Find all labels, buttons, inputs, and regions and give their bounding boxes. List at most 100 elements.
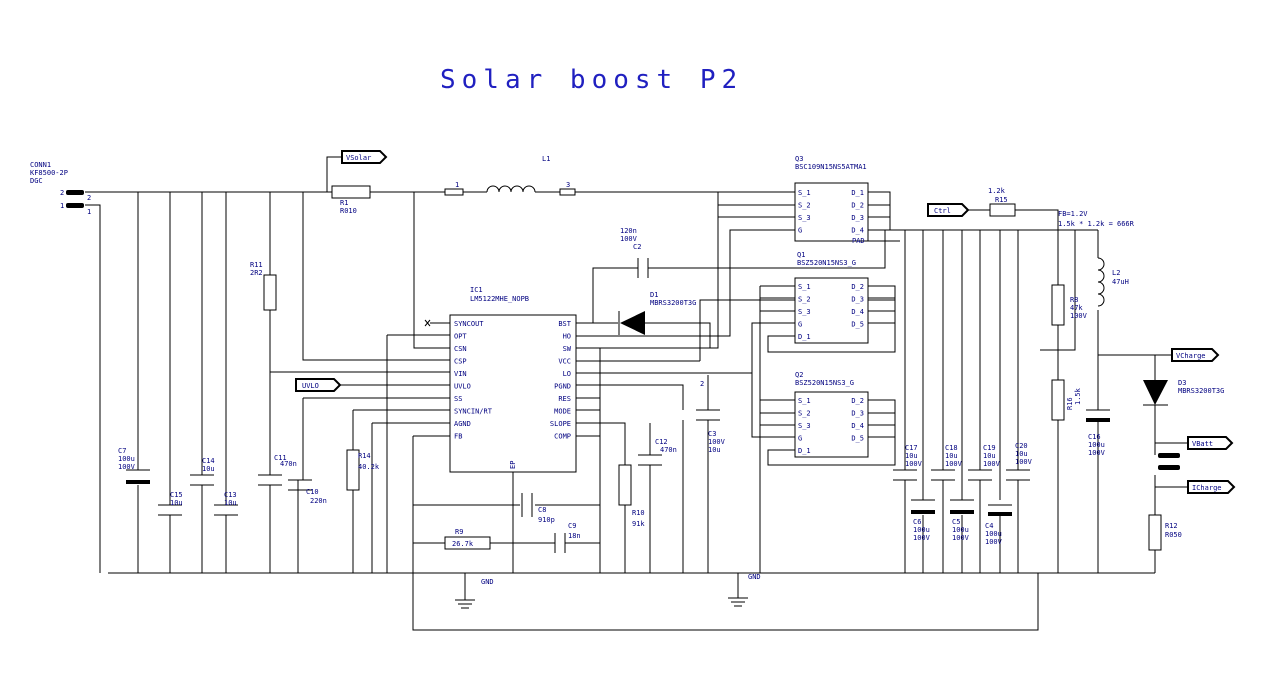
schematic-title: Solar boost P2 (440, 65, 743, 95)
net-flag-vsolar: VSolar (341, 150, 388, 164)
q2-pin-s_3: S_3 (798, 422, 811, 430)
resistor-r8: R8 47k 100V (1051, 284, 1088, 326)
capacitor-c5: C5 100u 100V (950, 499, 974, 542)
q3-pin-d_3: D_3 (851, 214, 864, 222)
net-flag-ctrl: Ctrl (927, 203, 970, 217)
ic-pin-mode: MODE (554, 408, 571, 416)
c8-value: 910p (538, 516, 555, 524)
mosfet-q1: Q1 BSZ520N15NS3_G S_1S_2S_3GD_1D_2D_3D_4… (794, 251, 869, 344)
q1-part: BSZ520N15NS3_G (797, 259, 856, 267)
capacitor-c18: C18 10u 100V (931, 444, 963, 481)
c6-value: 100u (913, 526, 930, 534)
q2-pin-d_2: D_2 (851, 397, 864, 405)
c4-ref: C4 (985, 522, 993, 530)
q1-pin-s_2: S_2 (798, 296, 811, 304)
c9-value: 18n (568, 532, 581, 540)
ic-lm5122: IC1 LM5122MHE_NOPB SYNCOUTOPTCSNCSPVINUV… (449, 286, 577, 473)
r8-voltage: 100V (1070, 312, 1088, 320)
ic1-part: LM5122MHE_NOPB (470, 295, 529, 303)
q2-pins: S_1S_2S_3GD_1D_2D_3D_4D_5 (798, 397, 864, 455)
capacitor-c7: C7 100u 100V (118, 447, 150, 484)
c2-ref: C2 (633, 243, 641, 251)
resistor-r14: R14 40.2k (346, 449, 380, 491)
ic-pin-uvlo: UVLO (454, 383, 471, 391)
q1-pin-s_3: S_3 (798, 308, 811, 316)
c6-ref: C6 (913, 518, 921, 526)
c2-value: 120n (620, 227, 637, 235)
capacitor-c20: C20 10u 100V (1006, 442, 1033, 481)
gnd-label-1: GND (481, 578, 494, 586)
r16-value: 1.5k (1074, 387, 1082, 405)
resistor-r15: 1.2k R15 (988, 187, 1016, 217)
r12-value: R050 (1165, 531, 1182, 539)
q1-pin-s_1: S_1 (798, 283, 811, 291)
diode-d3: D3 MBRS3200T3G (1143, 379, 1224, 406)
ic-pin-lo: LO (563, 370, 571, 378)
ic1-ep-pin: EP (509, 461, 517, 469)
q1-ref: Q1 (797, 251, 805, 259)
c7-ref: C7 (118, 447, 126, 455)
c19-value: 10u (983, 452, 996, 460)
net-flag-vbatt: VBatt (1187, 436, 1234, 450)
q3-pin-d_1: D_1 (851, 189, 864, 197)
r11-ref: R11 (250, 261, 263, 269)
q3-pin-g: G (798, 227, 802, 235)
capacitor-c11: C11 470n (258, 454, 297, 486)
c11-ref: C11 (274, 454, 287, 462)
q2-ref: Q2 (795, 371, 803, 379)
ic-pin-comp: COMP (554, 433, 571, 441)
c18-ref: C18 (945, 444, 958, 452)
c8-ref: C8 (538, 506, 546, 514)
mosfet-q3: Q3 BSC109N15NS5ATMA1 S_1S_2S_3GD_1D_2D_3… (794, 155, 869, 245)
c18-value: 10u (945, 452, 958, 460)
c5-value: 100u (952, 526, 969, 534)
q3-part: BSC109N15NS5ATMA1 (795, 163, 867, 171)
r1-value: R010 (340, 207, 357, 215)
q2-pin-g: G (798, 435, 802, 443)
net-flag-vcharge: VCharge (1171, 348, 1220, 362)
c10-value: 220n (310, 497, 327, 505)
r15-value: 1.2k (988, 187, 1006, 195)
ic-pin-sw: SW (563, 345, 572, 353)
capacitor-c10: C10 220n (288, 479, 327, 505)
conn1-extra: DGC (30, 177, 43, 185)
diode-d1: D1 MBRS3200T3G (618, 291, 696, 335)
c12-ref: C12 (655, 438, 668, 446)
icharge-label: ICharge (1192, 484, 1222, 492)
c16-ref: C16 (1088, 433, 1101, 441)
c15-value: 10u (170, 499, 183, 507)
resistor-r12: R12 R050 (1148, 514, 1182, 551)
ic-pin-csn: CSN (454, 345, 467, 353)
c13-value: 10u (224, 499, 237, 507)
capacitor-c12: C12 470n (638, 438, 677, 466)
output-pin-2 (1158, 465, 1180, 470)
r10-value: 91k (632, 520, 645, 528)
c16-voltage: 100V (1088, 449, 1106, 457)
conn1-pin1-left: 1 (60, 202, 64, 210)
capacitor-c14: C14 10u (190, 457, 215, 486)
c14-ref: C14 (202, 457, 215, 465)
ic-pin-pgnd: PGND (554, 383, 571, 391)
c17-voltage: 100V (905, 460, 923, 468)
c18-voltage: 100V (945, 460, 963, 468)
q1-pins: S_1S_2S_3GD_1D_2D_3D_4D_5 (798, 283, 864, 341)
c7-voltage: 100V (118, 463, 136, 471)
d3-ref: D3 (1178, 379, 1186, 387)
q2-pin-d_5: D_5 (851, 435, 864, 443)
net-flag-icharge: ICharge (1187, 480, 1236, 494)
q1-pin-d_1: D_1 (798, 333, 811, 341)
ic-pin-syncout: SYNCOUT (454, 320, 484, 328)
c4-voltage: 100V (985, 538, 1003, 546)
r11-value: 2R2 (250, 269, 263, 277)
r9-ref: R9 (455, 528, 463, 536)
c14-value: 10u (202, 465, 215, 473)
ic-pin-csp: CSP (454, 358, 467, 366)
q2-pin-d_3: D_3 (851, 410, 864, 418)
mosfet-q2: Q2 BSZ520N15NS3_G S_1S_2S_3GD_1D_2D_3D_4… (794, 371, 869, 458)
resistor-r9: R9 26.7k (444, 528, 491, 550)
c17-ref: C17 (905, 444, 918, 452)
vbatt-label: VBatt (1192, 440, 1213, 448)
q3-pin-s_3: S_3 (798, 214, 811, 222)
q3-pin-s_2: S_2 (798, 202, 811, 210)
ic-pin-res: RES (558, 395, 571, 403)
